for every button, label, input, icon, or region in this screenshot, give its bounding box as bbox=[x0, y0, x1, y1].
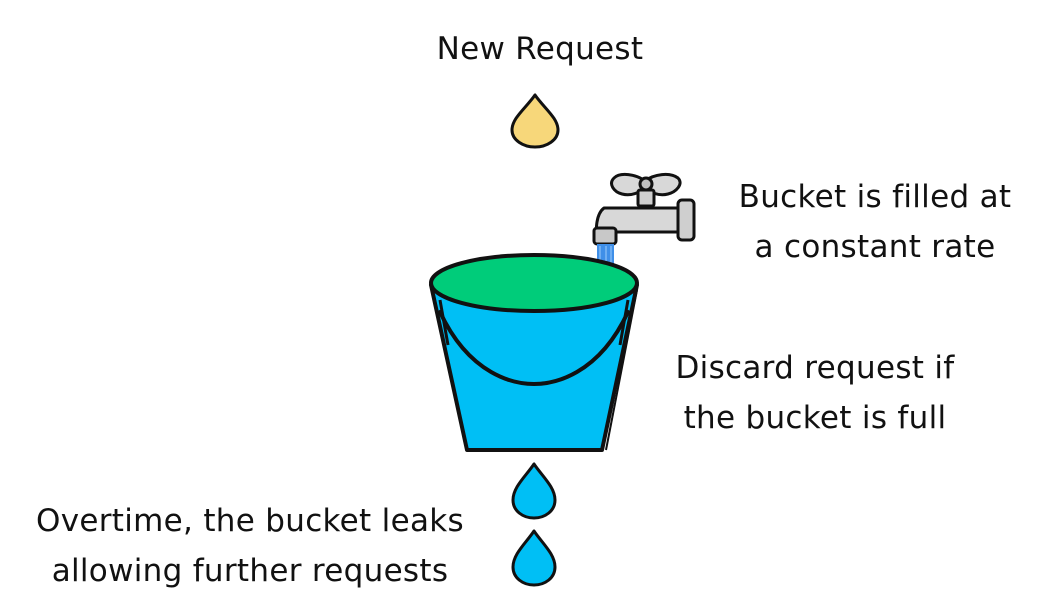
bucket-filled-label: Bucket is filled at a constant rate bbox=[710, 172, 1040, 272]
bucket-leaks-label: Overtime, the bucket leaks allowing furt… bbox=[0, 496, 500, 596]
water-surface bbox=[429, 253, 639, 313]
discard-line-2: the bucket is full bbox=[683, 400, 947, 436]
discard-line-1: Discard request if bbox=[675, 350, 955, 386]
leak-drop-icon bbox=[511, 529, 557, 587]
new-request-drop-icon bbox=[510, 93, 560, 149]
bucket-filled-line-2: a constant rate bbox=[754, 229, 996, 265]
faucet-icon bbox=[592, 172, 696, 246]
bucket-icon bbox=[429, 253, 639, 452]
discard-request-label: Discard request if the bucket is full bbox=[640, 343, 990, 443]
leaks-line-2: allowing further requests bbox=[51, 553, 449, 589]
leaks-line-1: Overtime, the bucket leaks bbox=[36, 503, 464, 539]
leak-drop-icon bbox=[511, 462, 557, 520]
bucket-filled-line-1: Bucket is filled at bbox=[738, 179, 1012, 215]
new-request-label: New Request bbox=[436, 31, 644, 67]
